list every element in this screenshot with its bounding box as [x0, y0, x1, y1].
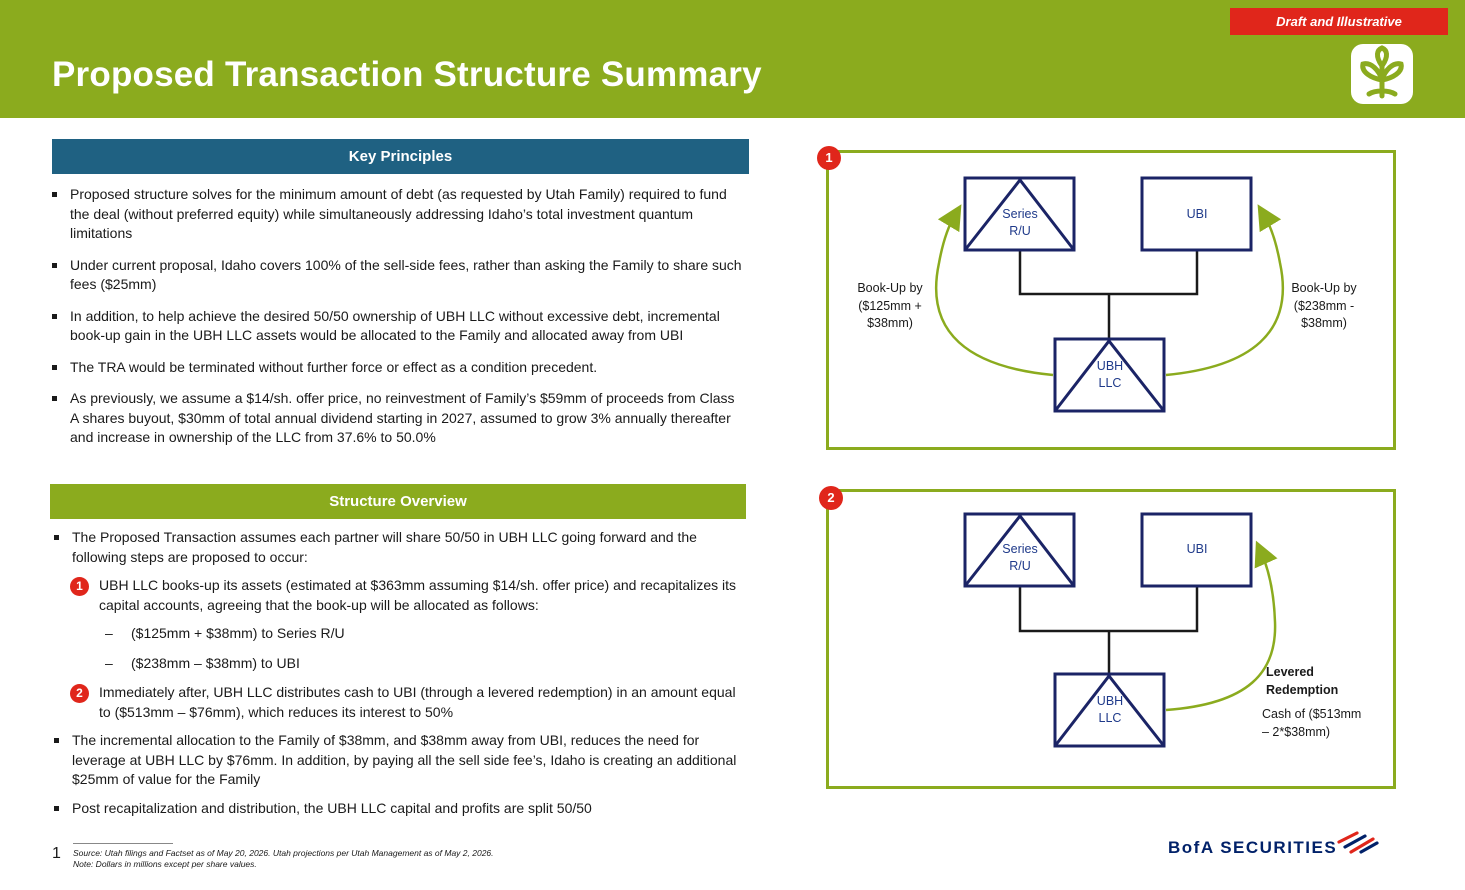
ubi-box [1140, 512, 1253, 588]
bofa-flag-icon [1337, 831, 1379, 854]
step-text: Immediately after, UBH LLC distributes c… [99, 684, 736, 720]
page-title: Proposed Transaction Structure Summary [52, 55, 762, 94]
footnote: Source: Utah filings and Factset as of M… [73, 848, 494, 870]
ubh-llc-triangle [1053, 338, 1166, 412]
bullet-square-icon [52, 192, 57, 197]
ownership-connector [1018, 587, 1199, 633]
leaf-logo-icon [1351, 44, 1413, 104]
ubi-box [1140, 176, 1253, 252]
header-bar [0, 0, 1465, 118]
series-ru-triangle [963, 177, 1076, 251]
levered-redemption-note: Cash of ($513mm– 2*$38mm) [1262, 707, 1362, 739]
ownership-connector [1018, 250, 1199, 296]
bullet-text: Post recapitalization and distribution, … [72, 799, 592, 816]
ubi-label: UBI [1186, 542, 1208, 556]
sub-item-text: ($238mm – $38mm) to UBI [131, 654, 300, 671]
book-up-note-left: Book-Up by($125mm +$38mm) [857, 281, 923, 330]
bullet-square-icon [52, 262, 57, 268]
step-text: UBH LLC books-up its assets (estimated a… [99, 577, 737, 613]
step-1-marker: 1 [817, 146, 841, 170]
page-number: 1 [52, 845, 61, 862]
sub-item-text: ($125mm + $38mm) to Series R/U [131, 625, 345, 641]
sub-item: – ($125mm + $38mm) to Series R/U [54, 624, 744, 644]
step-item: 1 UBH LLC books-up its assets (estimated … [54, 576, 744, 615]
bullet-square-icon [54, 738, 59, 743]
bullet-square-icon [52, 396, 57, 401]
bullet-text: Proposed structure solves for the minimu… [70, 186, 727, 241]
list-item: Under current proposal, Idaho covers 100… [52, 256, 742, 295]
dash-symbol: – [105, 625, 113, 641]
list-item: The TRA would be terminated without furt… [52, 358, 742, 378]
series-ru-box [963, 512, 1076, 588]
sub-item: – ($238mm – $38mm) to UBI [54, 654, 744, 674]
draft-badge: Draft and Illustrative [1230, 8, 1448, 35]
footnote-rule [73, 843, 173, 844]
bullet-square-icon [54, 535, 59, 540]
ubh-llc-box [1053, 672, 1166, 748]
bullet-text: The Proposed Transaction assumes each pa… [72, 529, 697, 565]
list-item: In addition, to help achieve the desired… [52, 307, 742, 346]
list-item: The Proposed Transaction assumes each pa… [54, 528, 744, 567]
diagram-book-up-graphic [934, 176, 1285, 413]
footnote-source: Source: Utah filings and Factset as of M… [73, 848, 494, 858]
key-principles-list: Proposed structure solves for the minimu… [52, 185, 742, 460]
bullet-text: As previously, we assume a $14/sh. offer… [70, 390, 735, 445]
ubi-label: UBI [1186, 207, 1208, 221]
series-ru-triangle [963, 513, 1076, 587]
footnote-note: Note: Dollars in millions except per sha… [73, 859, 257, 869]
book-up-arrow-left [934, 204, 1054, 377]
step-item: 2 Immediately after, UBH LLC distributes … [54, 683, 744, 722]
bullet-square-icon [52, 313, 57, 319]
book-up-arrow-right [1165, 204, 1285, 377]
book-up-note-right: Book-Up by($238mm -$38mm) [1291, 281, 1357, 330]
dash-symbol: – [105, 654, 113, 671]
ubh-llc-triangle [1053, 673, 1166, 747]
list-item: The incremental allocation to the Family… [54, 731, 744, 790]
step-number-badge: 1 [70, 577, 89, 596]
ubh-llc-box [1053, 337, 1166, 413]
brand-name: BofA SECURITIES [1168, 838, 1338, 857]
structure-overview-heading: Structure Overview [50, 484, 746, 519]
structure-overview-list: The Proposed Transaction assumes each pa… [54, 528, 744, 827]
bullet-text: In addition, to help achieve the desired… [70, 307, 720, 344]
list-item: As previously, we assume a $14/sh. offer… [52, 389, 742, 448]
series-ru-box [963, 176, 1076, 252]
bullet-square-icon [54, 805, 59, 811]
bullet-text: The TRA would be terminated without furt… [70, 358, 598, 375]
redemption-arrow [1165, 540, 1278, 712]
key-principles-heading: Key Principles [52, 139, 749, 174]
bullet-text: Under current proposal, Idaho covers 100… [70, 256, 742, 293]
step-number-badge: 2 [70, 684, 89, 703]
list-item: Proposed structure solves for the minimu… [52, 185, 742, 244]
diagram-levered-redemption-graphic [963, 512, 1278, 748]
list-item: Post recapitalization and distribution, … [54, 799, 744, 819]
bullet-text: The incremental allocation to the Family… [72, 732, 737, 787]
step-2-marker: 2 [819, 486, 843, 510]
bullet-square-icon [52, 364, 57, 370]
